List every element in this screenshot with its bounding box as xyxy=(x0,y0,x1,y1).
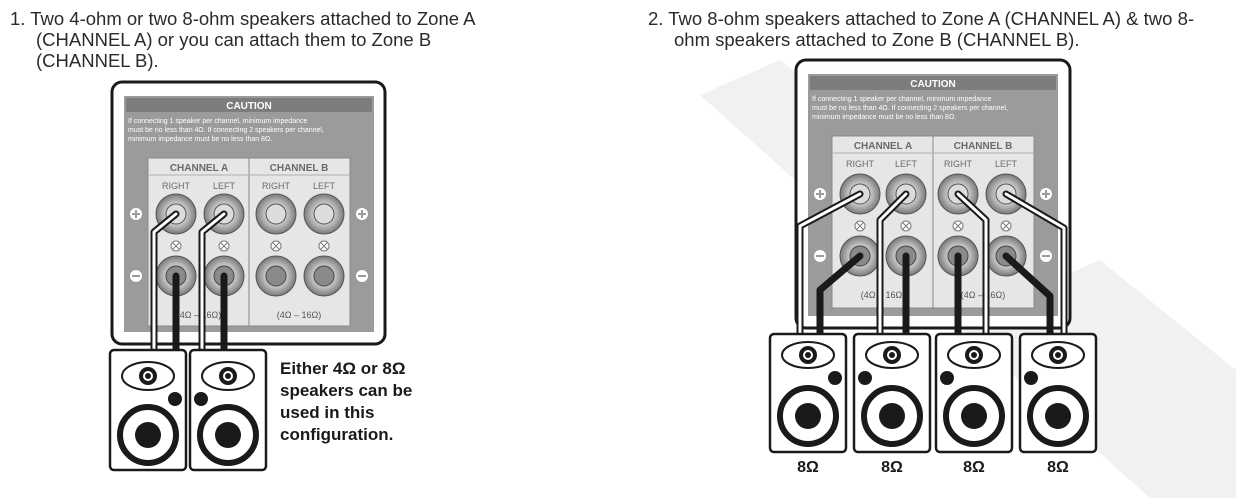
left-b-impedance: (4Ω – 16Ω) xyxy=(277,310,321,320)
right-caution-line-2: must be no less than 4Ω. If connecting 2… xyxy=(812,105,1008,112)
bridge-x-icon xyxy=(170,240,330,252)
left-wires xyxy=(150,210,228,356)
right-caution-title: CAUTION xyxy=(910,79,956,90)
left-caution-title: CAUTION xyxy=(226,101,272,112)
speaker-icon xyxy=(768,332,848,454)
minus-sign-icon xyxy=(1040,250,1052,262)
right-wires xyxy=(796,190,1068,344)
right-a-right-label: RIGHT xyxy=(846,159,875,169)
speaker-label-3: 8Ω xyxy=(963,459,985,476)
speaker-label-1: 8Ω xyxy=(797,459,819,476)
left-a-right-label: RIGHT xyxy=(162,181,191,191)
left-caution-line-1: If connecting 1 speaker per channel, min… xyxy=(128,118,307,125)
speaker-label-2: 8Ω xyxy=(881,459,903,476)
speaker-icon xyxy=(188,348,268,472)
plus-sign-icon xyxy=(814,188,826,200)
left-b-right-label: RIGHT xyxy=(262,181,291,191)
left-config-heading: 1. Two 4-ohm or two 8-ohm speakers attac… xyxy=(10,8,500,71)
speaker-icon xyxy=(1018,332,1098,454)
speaker-icon xyxy=(108,348,188,472)
speaker-label-4: 8Ω xyxy=(1047,459,1069,476)
left-channel-b-label: CHANNEL B xyxy=(270,163,329,174)
plus-sign-icon xyxy=(1040,188,1052,200)
right-caution-line-1: If connecting 1 speaker per channel, min… xyxy=(812,96,991,103)
left-caution-line-3: minimum impedance must be no less than 8… xyxy=(128,136,272,143)
right-caution-line-3: minimum impedance must be no less than 8… xyxy=(812,114,956,121)
left-channel-a-label: CHANNEL A xyxy=(170,163,228,174)
speaker-icon xyxy=(934,332,1014,454)
right-a-left-label: LEFT xyxy=(895,159,918,169)
right-heading-text: 2. Two 8-ohm speakers attached to Zone A… xyxy=(648,8,1195,50)
minus-sign-icon xyxy=(356,270,368,282)
right-amp-panel: CAUTION If connecting 1 speaker per chan… xyxy=(794,58,1072,330)
bridge-x-icon xyxy=(854,220,1012,232)
right-b-left-label: LEFT xyxy=(995,159,1018,169)
right-channel-b-label: CHANNEL B xyxy=(954,141,1013,152)
left-b-left-label: LEFT xyxy=(313,181,336,191)
right-channel-a-label: CHANNEL A xyxy=(854,141,912,152)
left-caution-line-2: must be no less than 4Ω. If connecting 2… xyxy=(128,127,324,134)
minus-sign-icon xyxy=(130,270,142,282)
plus-sign-icon xyxy=(130,208,142,220)
minus-sign-icon xyxy=(814,250,826,262)
configuration-note: Either 4Ω or 8Ω speakers can be used in … xyxy=(280,359,413,444)
speaker-icon xyxy=(852,332,932,454)
plus-sign-icon xyxy=(356,208,368,220)
right-config-heading: 2. Two 8-ohm speakers attached to Zone A… xyxy=(648,8,1228,50)
left-heading-text: 1. Two 4-ohm or two 8-ohm speakers attac… xyxy=(10,8,475,71)
left-a-left-label: LEFT xyxy=(213,181,236,191)
right-b-right-label: RIGHT xyxy=(944,159,973,169)
left-amp-panel: CAUTION If connecting 1 speaker per chan… xyxy=(110,80,387,346)
